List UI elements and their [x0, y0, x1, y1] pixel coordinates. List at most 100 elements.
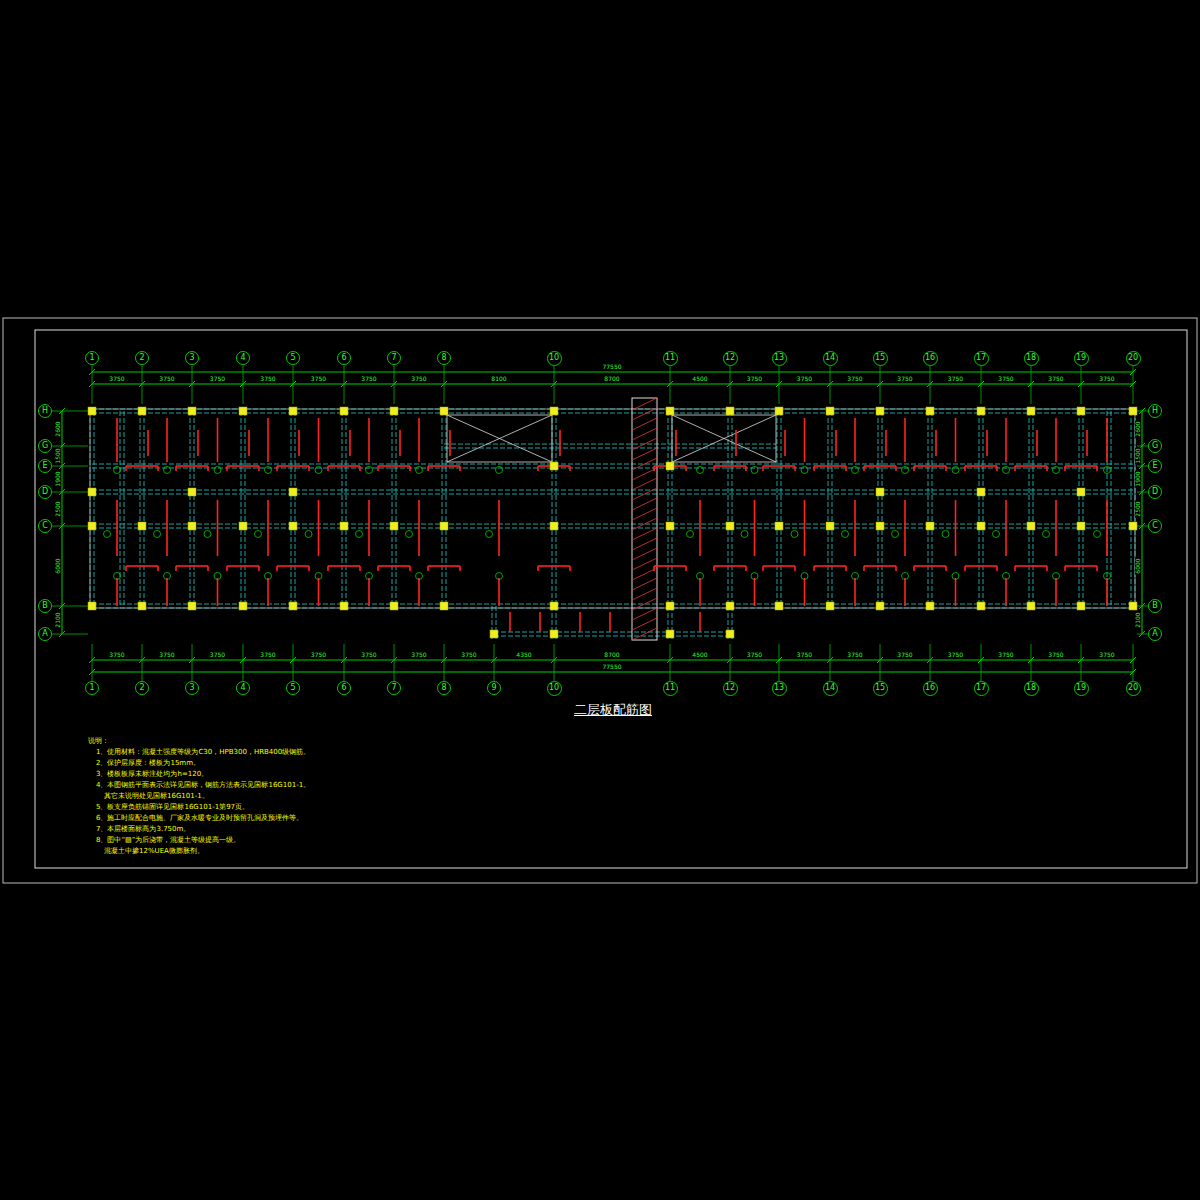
- dimension-tick: [667, 381, 673, 387]
- axis-bubble: 5: [286, 351, 300, 365]
- rebar-line: [1046, 566, 1048, 571]
- column: [1027, 522, 1035, 530]
- axis-bubble: 6: [337, 681, 351, 695]
- slab-callout: [315, 467, 322, 474]
- rebar-line: [298, 430, 300, 456]
- slab-callout: [265, 467, 272, 474]
- rebar-line: [864, 565, 896, 567]
- rebar-line: [854, 418, 856, 462]
- rebar-line: [248, 430, 250, 456]
- axis-label: 2: [139, 354, 144, 362]
- slab-callout: [1104, 573, 1111, 580]
- rebar-line: [318, 500, 320, 556]
- rebar-hook: [327, 466, 329, 471]
- slab-callout: [952, 467, 959, 474]
- axis-bubble: 17: [974, 681, 989, 696]
- rebar-line: [914, 565, 946, 567]
- beam-line: [444, 444, 776, 445]
- rebar-line: [368, 500, 370, 556]
- rebar-line: [996, 566, 998, 571]
- axis-label: 8: [441, 684, 446, 692]
- column: [666, 407, 674, 415]
- axis-label: 7: [391, 354, 396, 362]
- extension-line: [52, 411, 88, 412]
- rebar-line: [449, 430, 451, 456]
- column: [1129, 522, 1137, 530]
- axis-label: E: [42, 462, 47, 470]
- dimension-tick: [927, 657, 933, 663]
- axis-bubble: 4: [236, 351, 250, 365]
- slab-callout: [801, 467, 808, 474]
- column: [977, 488, 985, 496]
- dimension-text: 2500: [55, 500, 61, 517]
- rebar-hook: [327, 566, 329, 571]
- axis-bubble: 1: [85, 681, 99, 695]
- axis-label: 16: [925, 684, 935, 692]
- slab-callout: [406, 531, 413, 538]
- axis-bubble: 2: [135, 351, 149, 365]
- dimension-tick: [877, 381, 883, 387]
- beam-line: [442, 411, 443, 606]
- rebar-line: [318, 418, 320, 462]
- dimension-text: 3750: [209, 652, 226, 658]
- column: [1077, 488, 1085, 496]
- dimension-text: 3750: [310, 376, 327, 382]
- beam-line: [94, 411, 95, 606]
- axis-label: D: [42, 488, 48, 496]
- axis-label: 20: [1128, 684, 1138, 692]
- column: [876, 407, 884, 415]
- beam-line: [144, 411, 145, 606]
- column: [977, 522, 985, 530]
- rebar-line: [217, 500, 219, 556]
- hatch-line: [632, 518, 657, 530]
- column: [926, 407, 934, 415]
- dimension-line: [92, 672, 1133, 673]
- beam-line: [241, 411, 242, 606]
- extension-line: [293, 644, 294, 681]
- dimension-tick: [1130, 669, 1136, 675]
- beam-line: [92, 464, 1133, 465]
- rebar-hook: [427, 466, 429, 471]
- rebar-line: [349, 430, 351, 456]
- rebar-hook: [653, 466, 655, 471]
- column: [289, 488, 297, 496]
- column: [550, 630, 558, 638]
- rebar-line: [1086, 430, 1088, 456]
- opening-cross: [672, 415, 776, 462]
- hatch-line: [632, 608, 657, 620]
- rebar-line: [955, 500, 957, 556]
- hatch-line: [632, 488, 657, 500]
- rebar-line: [699, 500, 701, 556]
- rebar-line: [1106, 418, 1108, 462]
- axis-bubble: 13: [772, 351, 787, 366]
- beam-line: [444, 448, 776, 449]
- column: [239, 522, 247, 530]
- rebar-line: [368, 578, 370, 606]
- dimension-text: 2600: [55, 420, 61, 437]
- rebar-line: [854, 578, 856, 606]
- dimension-text: 77550: [601, 664, 622, 670]
- column: [239, 407, 247, 415]
- dimension-text: 3750: [460, 652, 477, 658]
- sheet-border: [3, 318, 1197, 883]
- beam-line: [979, 411, 980, 606]
- rebar-line: [166, 500, 168, 556]
- extension-line: [192, 644, 193, 681]
- slab-callout: [496, 573, 503, 580]
- slab-callout: [902, 467, 909, 474]
- dimension-text: 2500: [1135, 500, 1141, 517]
- axis-bubble: 12: [723, 351, 738, 366]
- axis-bubble: B: [38, 599, 52, 613]
- rebar-hook: [1064, 566, 1066, 571]
- extension-line: [344, 644, 345, 681]
- dimension-tick: [827, 381, 833, 387]
- hatch-line: [632, 508, 657, 520]
- rebar-hook: [913, 466, 915, 471]
- extension-line: [1137, 411, 1148, 412]
- rebar-hook: [1046, 466, 1048, 471]
- axis-label: H: [1152, 407, 1158, 415]
- dimension-text: 3750: [796, 376, 813, 382]
- hatch-line: [632, 438, 657, 450]
- rebar-hook: [207, 466, 209, 471]
